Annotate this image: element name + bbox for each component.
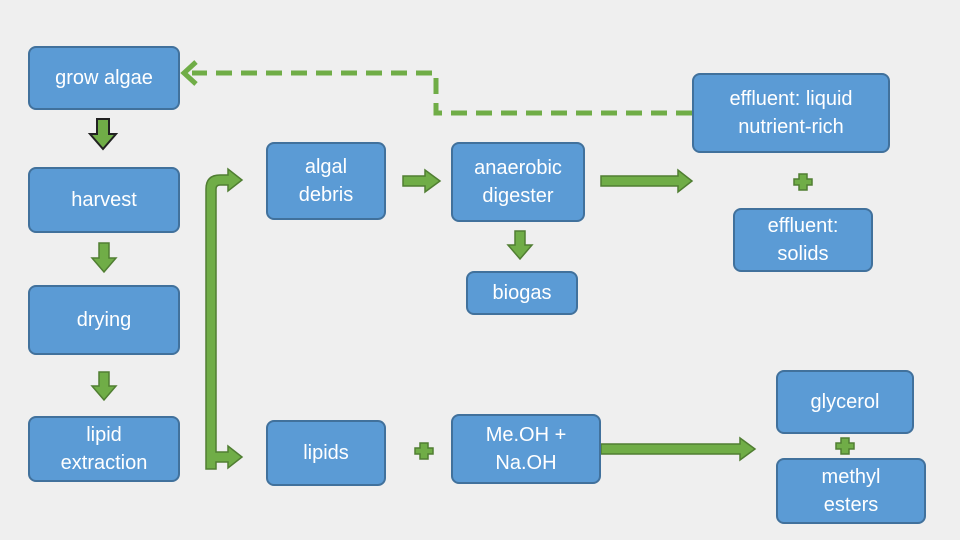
plus-icon-effluent [793, 173, 813, 191]
arrow-grow-to-harvest [87, 118, 119, 151]
node-lipids: lipids [266, 420, 386, 486]
feedback-arrowhead [180, 60, 198, 86]
node-effluent-liquid: effluent: liquid nutrient-rich [692, 73, 890, 153]
arrow-digester-to-effluent [600, 168, 694, 194]
node-anaerobic-digester: anaerobic digester [451, 142, 585, 222]
plus-icon-lipids [414, 442, 434, 460]
split-arrow-extraction [205, 167, 244, 470]
arrow-drying-to-extraction [90, 371, 118, 402]
node-algal-debris: algal debris [266, 142, 386, 220]
node-meoh-naoh: Me.OH + Na.OH [451, 414, 601, 484]
feedback-dashed-line [192, 70, 692, 116]
plus-icon-glycerol [835, 437, 855, 455]
node-lipid-extraction: lipid extraction [28, 416, 180, 482]
arrow-reagents-to-products [600, 436, 757, 462]
arrow-debris-to-digester [402, 168, 442, 194]
node-methyl-esters: methyl esters [776, 458, 926, 524]
node-harvest: harvest [28, 167, 180, 233]
node-effluent-solids: effluent: solids [733, 208, 873, 272]
arrow-digester-to-biogas [506, 230, 534, 261]
arrow-harvest-to-drying [90, 242, 118, 274]
node-glycerol: glycerol [776, 370, 914, 434]
node-biogas: biogas [466, 271, 578, 315]
node-drying: drying [28, 285, 180, 355]
node-grow-algae: grow algae [28, 46, 180, 110]
